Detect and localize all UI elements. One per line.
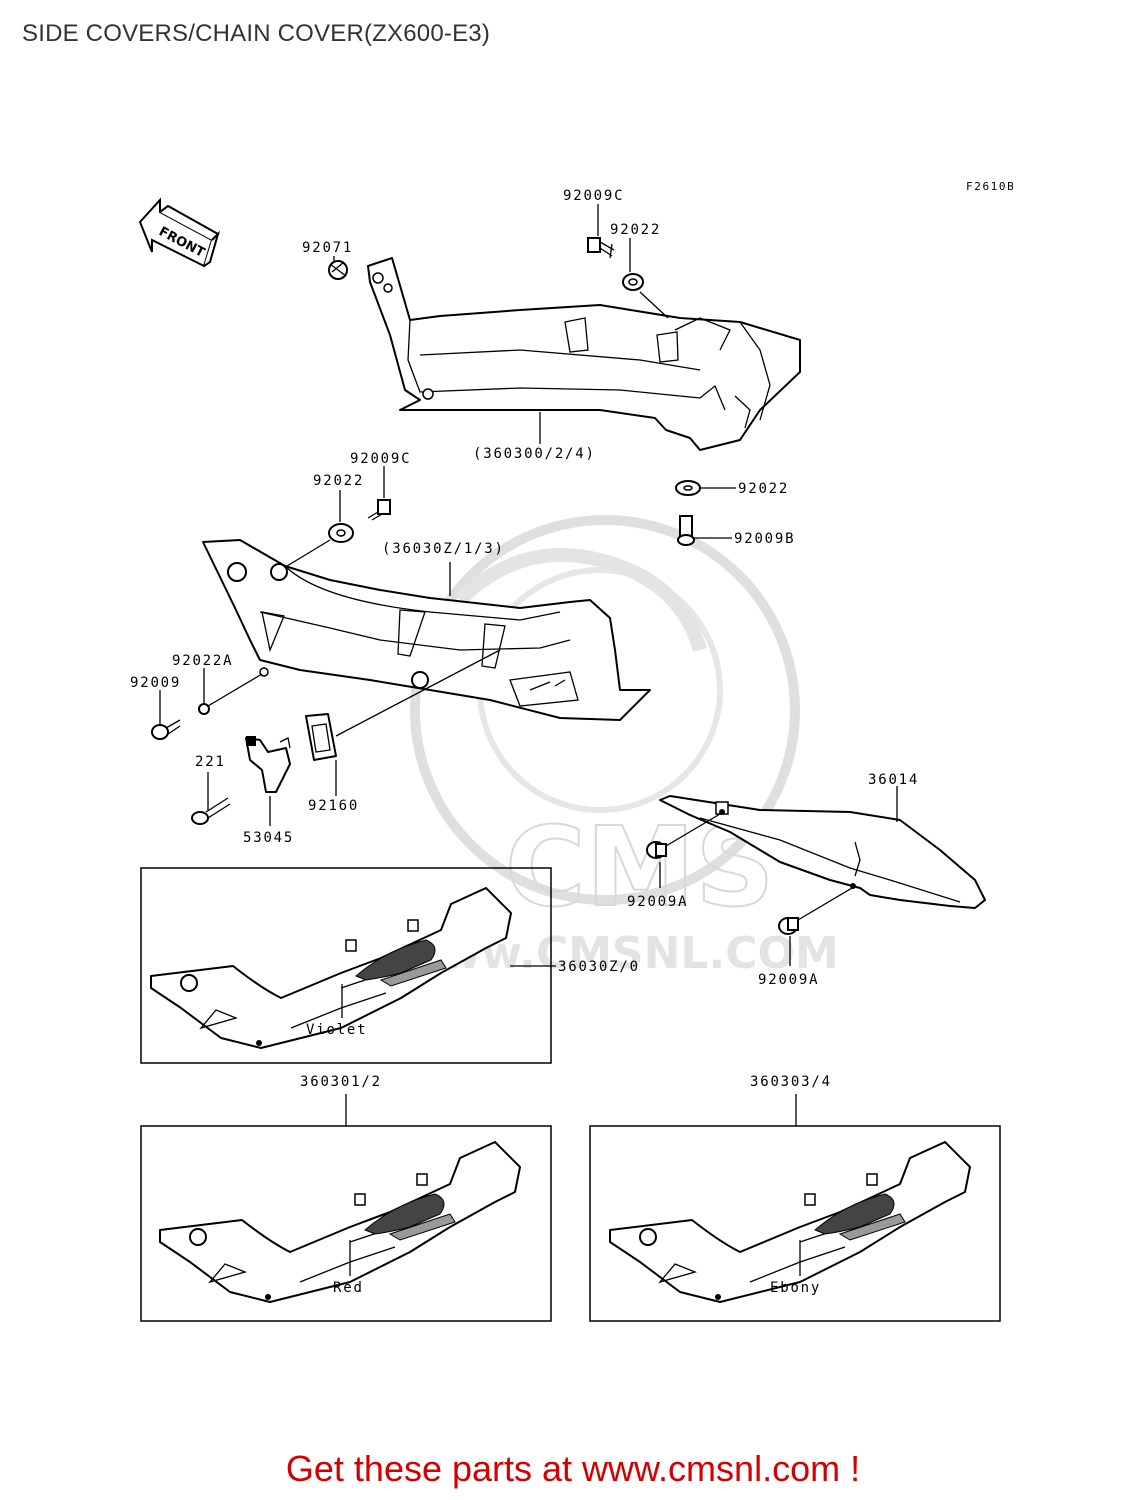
parts-diagram: CMS www.CMSNL.COM FRONT F2610B bbox=[130, 180, 1015, 1322]
label-92009: 92009 bbox=[130, 675, 181, 691]
collar-92022a-icon bbox=[198, 703, 210, 715]
upper-side-cover-part bbox=[367, 257, 801, 451]
label-92022-top: 92022 bbox=[610, 222, 661, 238]
figure-code: F2610B bbox=[966, 180, 1015, 193]
variant-box-ebony bbox=[589, 1125, 1001, 1322]
label-92071: 92071 bbox=[302, 240, 353, 256]
label-92160: 92160 bbox=[308, 798, 359, 814]
chain-cover-part bbox=[659, 795, 986, 909]
label-92009a-2: 92009A bbox=[758, 972, 819, 988]
variant-color-violet: Violet bbox=[306, 1022, 367, 1038]
bracket-53045-icon bbox=[245, 736, 291, 793]
promo-link[interactable]: Get these parts at www.cmsnl.com ! bbox=[285, 1448, 861, 1489]
grommet-92071-icon bbox=[328, 260, 348, 280]
bolt-92009a-1-icon bbox=[646, 841, 667, 859]
label-92022a: 92022A bbox=[172, 653, 233, 669]
label-92009c-top: 92009C bbox=[563, 188, 624, 204]
bolt-92009-icon bbox=[151, 719, 181, 740]
screw-221-icon bbox=[191, 797, 231, 825]
label-53045: 53045 bbox=[243, 830, 294, 846]
bolt-92009c-mid-icon bbox=[367, 499, 391, 521]
label-36014: 36014 bbox=[868, 772, 919, 788]
label-36030z: (36030Z/1/3) bbox=[382, 541, 505, 557]
label-92009b: 92009B bbox=[734, 531, 795, 547]
bolt-92009c-top-icon bbox=[587, 237, 615, 259]
front-arrow-icon: FRONT bbox=[138, 197, 221, 268]
label-92022-right: 92022 bbox=[738, 481, 789, 497]
label-92022-mid: 92022 bbox=[313, 473, 364, 489]
bolt-92009b-icon bbox=[677, 515, 695, 546]
label-360300: (360300/2/4) bbox=[473, 446, 596, 462]
grommet-92160-icon bbox=[305, 713, 337, 761]
page-title: SIDE COVERS/CHAIN COVER(ZX600-E3) bbox=[22, 20, 491, 47]
label-92009c-mid: 92009C bbox=[350, 451, 411, 467]
variant-part-ebony: 360303/4 bbox=[750, 1074, 832, 1090]
variant-part-red: 360301/2 bbox=[300, 1074, 382, 1090]
variant-color-red: Red bbox=[333, 1280, 364, 1296]
variant-box-red bbox=[140, 1125, 552, 1322]
lower-side-cover-part bbox=[202, 539, 651, 721]
bolt-92009a-2-icon bbox=[778, 917, 799, 935]
label-92009a-1: 92009A bbox=[627, 894, 688, 910]
variant-color-ebony: Ebony bbox=[770, 1280, 821, 1296]
variant-part-violet: 36030Z/0 bbox=[558, 959, 640, 975]
label-221: 221 bbox=[195, 754, 226, 770]
